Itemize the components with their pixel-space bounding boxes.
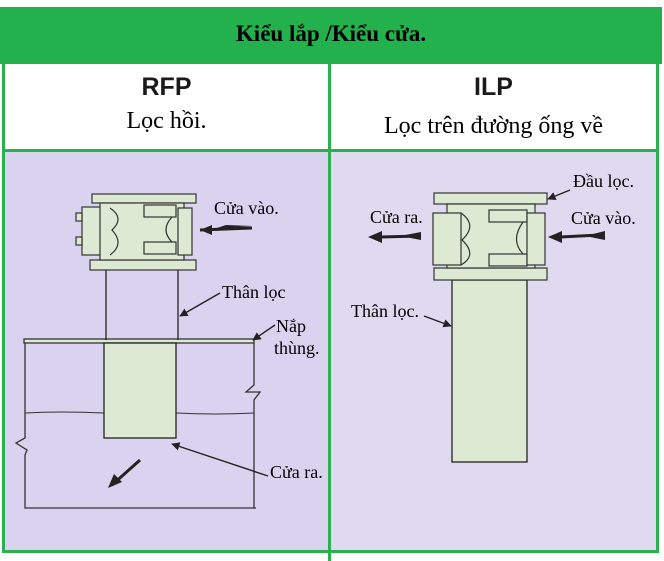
rfp-inlet-label: Cửa vào. (214, 198, 279, 218)
rfp-inlet-arrow (199, 225, 253, 235)
ilp-filter-body (451, 279, 528, 463)
ilp-filter-head (432, 192, 548, 281)
rfp-body-pointer (179, 292, 221, 317)
ilp-outlet-label: Cửa ra. (370, 207, 423, 227)
rfp-filter-head (75, 193, 197, 271)
row-divider (2, 149, 659, 152)
ilp-head-pointer (547, 189, 571, 201)
ilp-body-pointer (423, 315, 452, 328)
rfp-filter-body (103, 270, 179, 439)
rfp-description: Lọc hồi. (126, 108, 207, 134)
rfp-tank (14, 338, 262, 509)
ilp-description: Lọc trên đường ống về (384, 113, 603, 139)
rfp-cover-label-1: Nắp (276, 316, 306, 336)
rfp-cover-label-2: thùng. (274, 338, 320, 358)
ilp-body-label: Thân lọc. (351, 301, 419, 321)
ilp-inlet-label: Cửa vào. (571, 208, 636, 228)
rfp-code: RFP (141, 73, 192, 101)
ilp-code: ILP (474, 73, 513, 101)
rfp-cover-pointer (252, 324, 276, 341)
ilp-inlet-arrow (548, 231, 605, 243)
rfp-outlet-arrow (108, 458, 141, 488)
column-divider (328, 64, 331, 561)
ilp-outlet-arrow (368, 231, 421, 243)
rfp-outlet-label: Cửa ra. (270, 462, 323, 482)
ilp-head-label: Đầu lọc. (573, 171, 634, 191)
rfp-outlet-pointer (171, 442, 269, 477)
table-header: Kiểu lắp /Kiểu cửa. (0, 7, 662, 64)
table-title: Kiểu lắp /Kiểu cửa. (235, 21, 427, 46)
rfp-body-label: Thân lọc (222, 282, 285, 302)
